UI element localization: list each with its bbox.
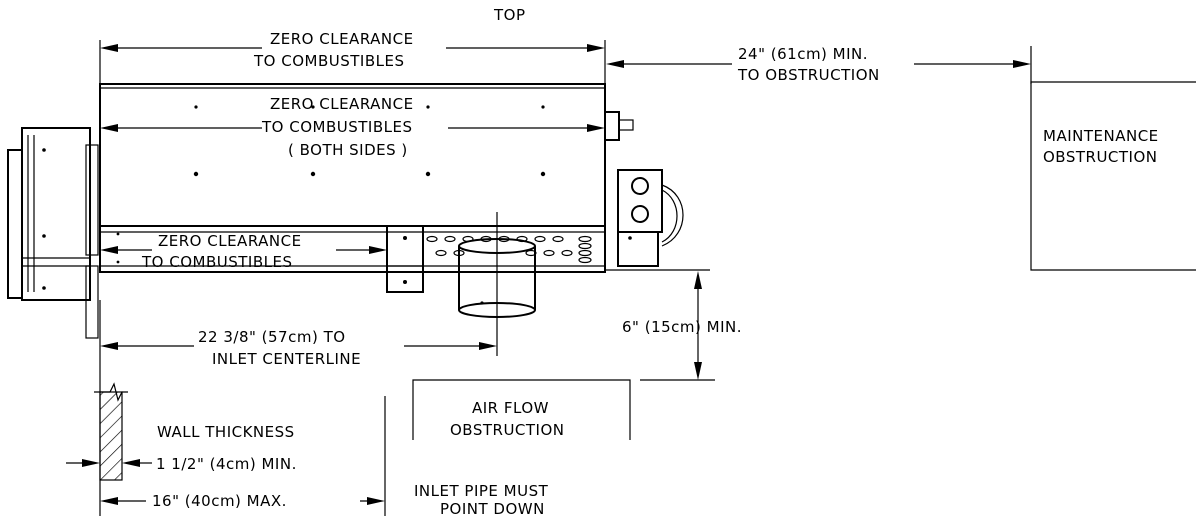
mounting-bracket xyxy=(386,225,424,293)
wall-section: WALL THICKNESS xyxy=(94,382,295,481)
heater-back-flange xyxy=(7,149,23,299)
heater-back-plate xyxy=(21,127,91,301)
top-clearance-dimension: ZERO CLEARANCE TO COMBUSTIBLES xyxy=(99,30,606,84)
bottom-clearance-dimension: ZERO CLEARANCE TO COMBUSTIBLES xyxy=(100,232,387,271)
airflow-label-line2: OBSTRUCTION xyxy=(450,421,565,439)
maintenance-label-line2: OBSTRUCTION xyxy=(1043,148,1158,166)
maintenance-label-line1: MAINTENANCE xyxy=(1043,127,1159,145)
obstruction-distance-line2: TO OBSTRUCTION xyxy=(737,66,880,84)
inlet-distance-line2: INLET CENTERLINE xyxy=(212,350,361,368)
zero-clearance-sides-line3: ( BOTH SIDES ) xyxy=(288,141,408,159)
airflow-distance-label: 6" (15cm) MIN. xyxy=(622,318,742,336)
maintenance-obstruction: MAINTENANCE OBSTRUCTION xyxy=(1030,81,1196,271)
airflow-label-line1: AIR FLOW xyxy=(472,399,549,417)
inlet-pipe-note-line1: INLET PIPE MUST xyxy=(414,482,549,500)
top-label: TOP xyxy=(493,6,526,24)
zero-clearance-bottom-line2: TO COMBUSTIBLES xyxy=(141,253,292,271)
zero-clearance-top-line1: ZERO CLEARANCE xyxy=(270,30,414,48)
inlet-pipe xyxy=(458,212,536,356)
wall-max-dimension: 16" (40cm) MAX. xyxy=(100,396,386,516)
wall-min-label: 1 1/2" (4cm) MIN. xyxy=(156,455,297,473)
inlet-centerline-dimension: 22 3/8" (57cm) TO INLET CENTERLINE xyxy=(99,300,497,516)
obstruction-distance-line1: 24" (61cm) MIN. xyxy=(738,45,868,63)
junction-box xyxy=(617,231,659,267)
inlet-pipe-note-line2: POINT DOWN xyxy=(440,500,545,516)
heater-unit xyxy=(7,83,710,356)
wall-min-dimension: 1 1/2" (4cm) MIN. xyxy=(66,455,297,473)
control-knob xyxy=(604,111,620,141)
zero-clearance-top-line2: TO COMBUSTIBLES xyxy=(253,52,404,70)
zero-clearance-sides-line1: ZERO CLEARANCE xyxy=(270,95,414,113)
sides-clearance-dimension: ZERO CLEARANCE TO COMBUSTIBLES ( BOTH SI… xyxy=(100,95,605,159)
wall-max-label: 16" (40cm) MAX. xyxy=(152,492,287,510)
wall-hatch xyxy=(99,391,123,481)
obstruction-clearance-dimension: 24" (61cm) MIN. TO OBSTRUCTION xyxy=(606,45,1032,84)
inlet-distance-line1: 22 3/8" (57cm) TO xyxy=(198,328,346,346)
housing-screws xyxy=(193,105,546,177)
zero-clearance-bottom-line1: ZERO CLEARANCE xyxy=(158,232,302,250)
airflow-clearance-dimension: 6" (15cm) MIN. xyxy=(622,271,742,381)
zero-clearance-sides-line2: TO COMBUSTIBLES xyxy=(261,118,412,136)
burner-section xyxy=(99,225,606,273)
airflow-obstruction: AIR FLOW OBSTRUCTION xyxy=(412,379,631,440)
wall-thickness-label: WALL THICKNESS xyxy=(157,423,295,441)
